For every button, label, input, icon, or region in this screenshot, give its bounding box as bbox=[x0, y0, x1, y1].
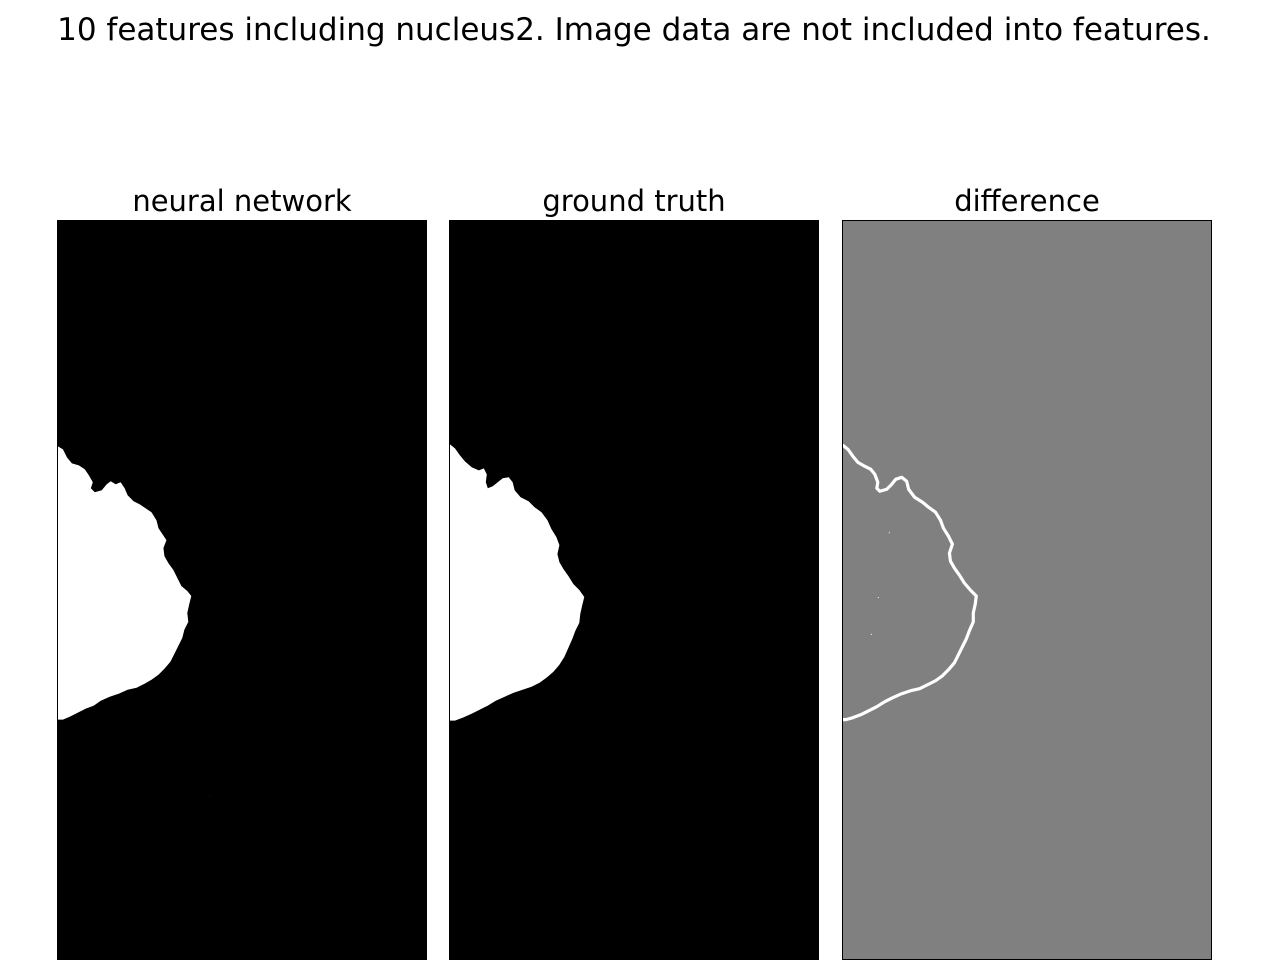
difference-background bbox=[843, 221, 1211, 959]
difference-edge bbox=[843, 443, 978, 722]
ground-truth-mask bbox=[450, 221, 818, 959]
ground-truth-image bbox=[449, 220, 819, 960]
speckle bbox=[209, 795, 211, 797]
speckle bbox=[93, 596, 95, 598]
neural-network-image bbox=[57, 220, 427, 960]
speckle bbox=[870, 633, 872, 635]
difference-image bbox=[842, 220, 1212, 960]
panel-title-difference: difference bbox=[954, 184, 1100, 218]
figure-title: 10 features including nucleus2. Image da… bbox=[57, 12, 1211, 48]
speckle bbox=[105, 532, 107, 534]
speckle bbox=[86, 633, 88, 635]
neural-network-mask bbox=[58, 221, 426, 959]
difference-map bbox=[843, 221, 1211, 959]
panel-title-ground-truth: ground truth bbox=[542, 184, 726, 218]
speckle bbox=[888, 532, 890, 534]
panel-title-neural-network: neural network bbox=[132, 184, 352, 218]
nucleus-region bbox=[58, 446, 192, 720]
speckle bbox=[877, 596, 879, 598]
nucleus-region bbox=[450, 444, 585, 721]
